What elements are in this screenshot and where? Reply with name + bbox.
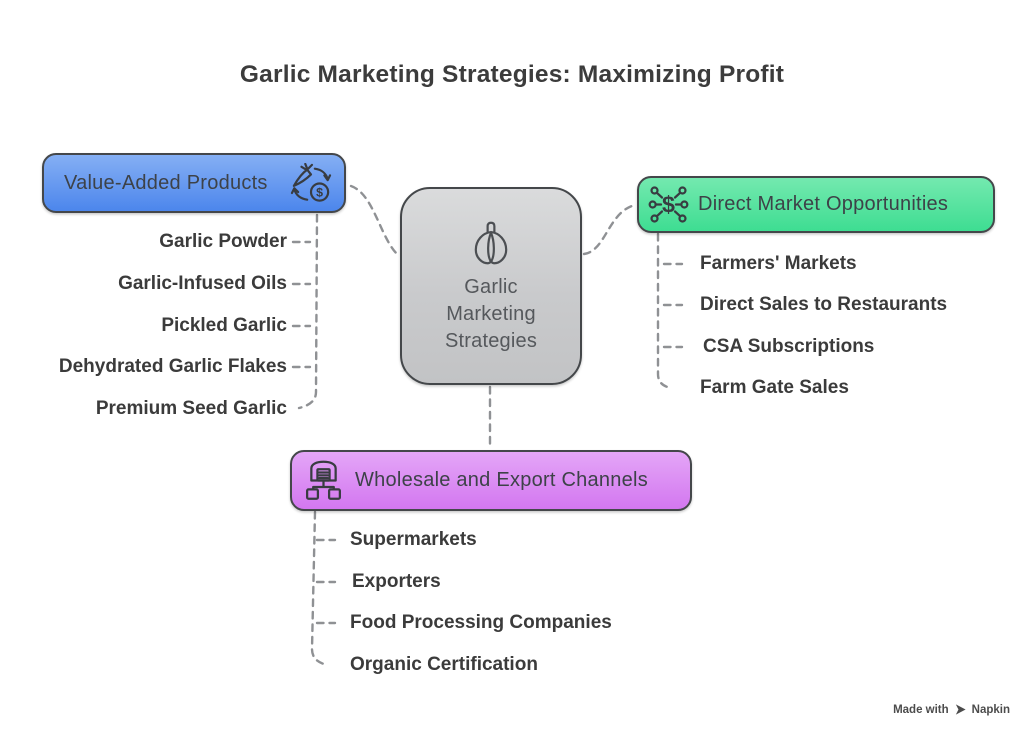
center-node-garlic-marketing-strategies[interactable]: Garlic Marketing Strategies (400, 187, 582, 385)
list-item-supermarkets: Supermarkets (350, 529, 477, 550)
warehouse-distribution-icon (302, 458, 345, 503)
connector-value-added-to-center (349, 184, 400, 257)
page-title: Garlic Marketing Strategies: Maximizing … (239, 61, 785, 88)
list-item-organic-certification: Organic Certification (350, 654, 538, 675)
branch-node-direct-market-opportunities[interactable]: $ Direct Market Opportunities (637, 176, 995, 233)
branch-label-wholesale: Wholesale and Export Channels (355, 469, 648, 491)
list-item-direct-sales-to-restaurants: Direct Sales to Restaurants (700, 294, 948, 315)
list-item-exporters: Exporters (352, 571, 441, 592)
watermark-prefix: Made with (893, 703, 949, 716)
produce-to-money-cycle-icon: $ (290, 163, 332, 203)
center-node-label: Garlic Marketing Strategies (444, 275, 538, 353)
branch-node-value-added-products[interactable]: Value-Added Products $ (42, 153, 346, 213)
svg-text:$: $ (316, 185, 323, 199)
garlic-icon (464, 217, 518, 269)
list-item-garlic-powder: Garlic Powder (159, 231, 287, 252)
watermark-brand: Napkin (971, 703, 1010, 716)
dollar-network-icon: $ (648, 184, 689, 225)
watermark-made-with-napkin[interactable]: Made with Napkin (893, 703, 1010, 716)
list-item-farm-gate-sales: Farm Gate Sales (700, 377, 849, 398)
branch-node-wholesale-export-channels[interactable]: Wholesale and Export Channels (290, 450, 692, 511)
rail-direct-market (656, 232, 674, 390)
napkin-logo-icon (954, 703, 967, 716)
svg-text:$: $ (662, 191, 675, 217)
list-item-garlic-infused-oils: Garlic-Infused Oils (118, 273, 287, 294)
list-item-dehydrated-garlic-flakes: Dehydrated Garlic Flakes (58, 356, 287, 377)
branch-label-value-added: Value-Added Products (64, 171, 268, 194)
list-item-food-processing-companies: Food Processing Companies (350, 612, 612, 633)
list-item-premium-seed-garlic: Premium Seed Garlic (95, 398, 287, 419)
rail-value-added (297, 213, 319, 410)
rail-wholesale (310, 510, 330, 667)
list-item-farmers-markets: Farmers' Markets (700, 253, 857, 274)
branch-label-direct-market: Direct Market Opportunities (698, 193, 949, 215)
list-item-csa-subscriptions: CSA Subscriptions (703, 336, 875, 357)
connector-center-to-direct-market (582, 203, 637, 256)
list-item-pickled-garlic: Pickled Garlic (161, 315, 287, 336)
